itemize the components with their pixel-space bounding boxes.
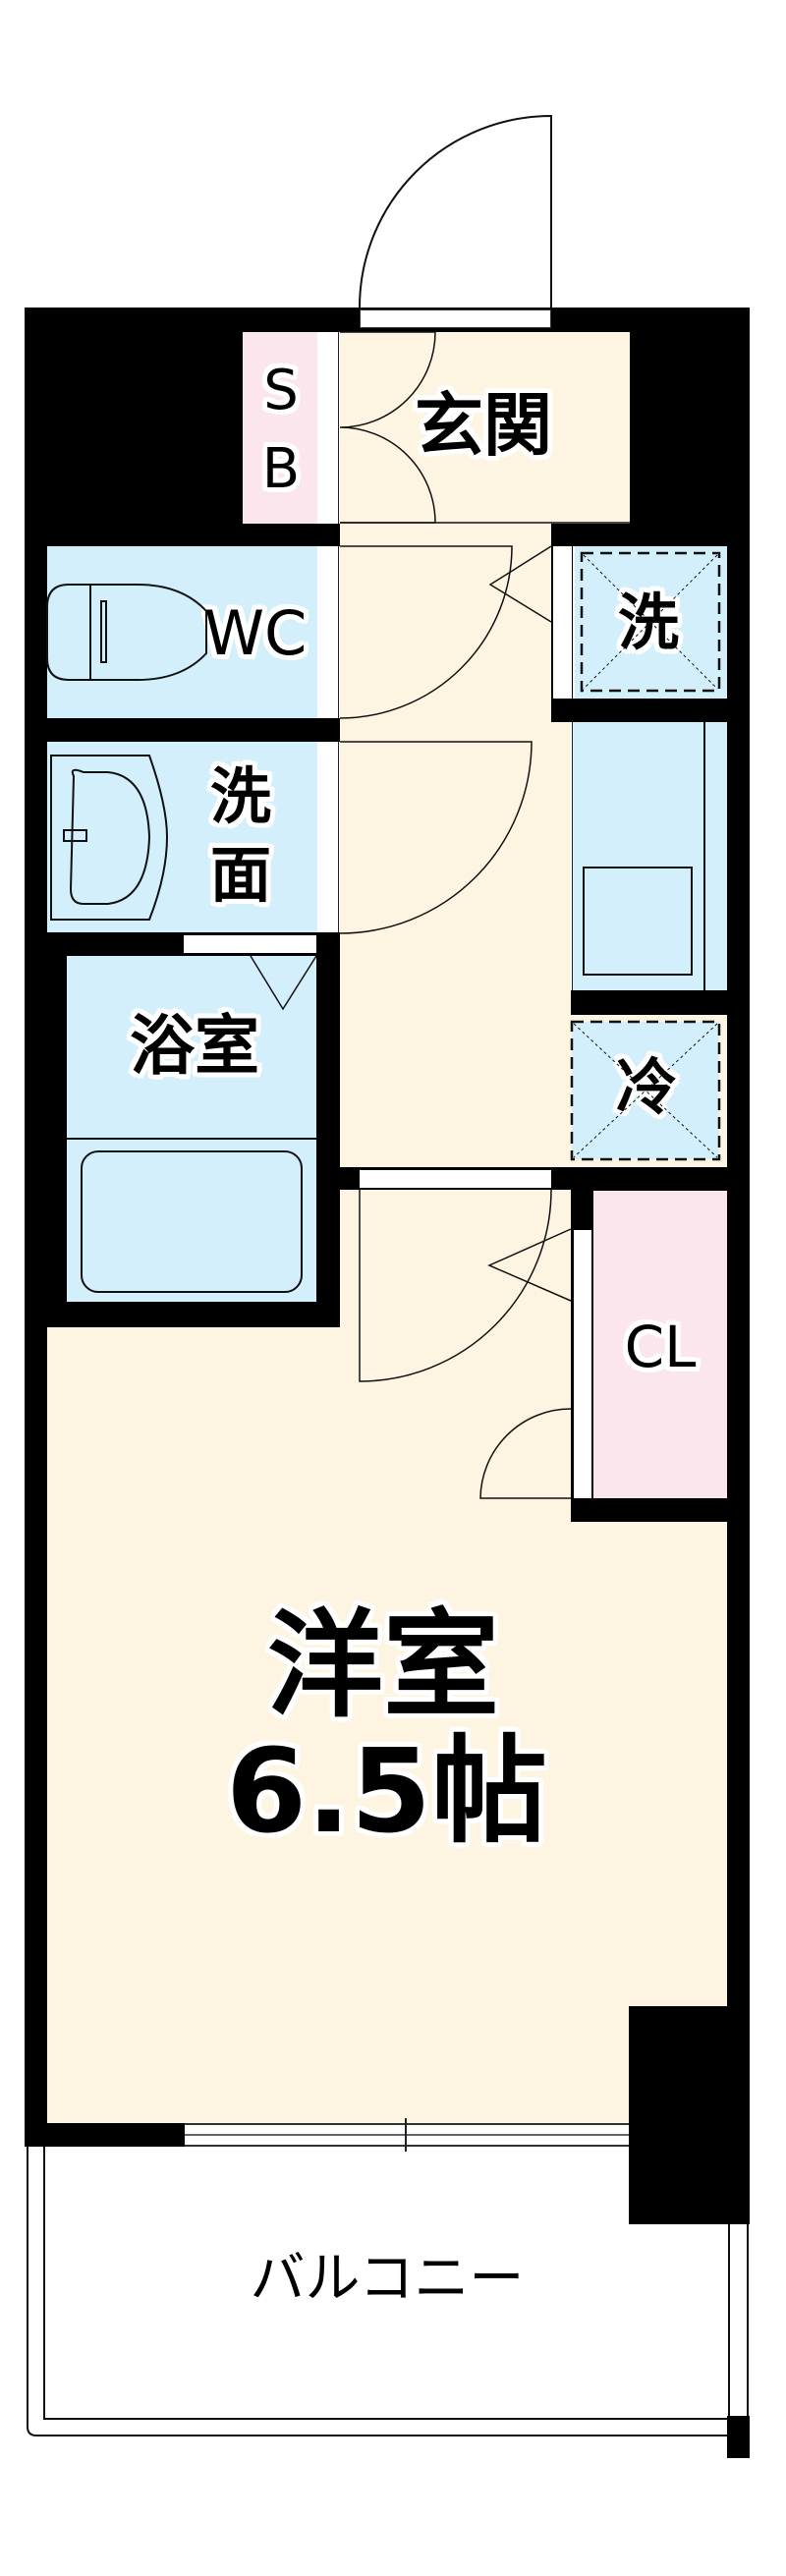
washer-wall-block [551,524,750,546]
washer-door-strip [553,546,572,699]
wall-bottom-left [25,2123,185,2147]
room-door-swing-icon [359,1189,552,1382]
balcony-label: バルコニー [250,2247,525,2311]
washer-door-swing-icon [488,545,552,623]
bathroom-label: 浴室 [130,1008,259,1084]
hallway [340,524,571,1167]
closet-label: CL [624,1314,697,1380]
bathtub [81,1150,303,1293]
washroom-door-strip [320,742,339,932]
bath-door-swing-icon [250,955,317,1011]
wall-wc-washroom [25,718,340,742]
wall-washer-kitchen [551,699,750,722]
closet-small-door-swing-icon [479,1408,572,1499]
western-room-upper [340,1190,571,1327]
washroom-label-1: 洗 [209,760,271,832]
shoe-box-door-strip [320,332,339,524]
wall-bath-right [316,932,340,1327]
closet-wall-bottom [571,1498,750,1522]
shoe-box-door-swing-icon [339,331,436,524]
entrance-door-opening [360,309,551,328]
room-door-strip [360,1170,551,1188]
wall-sb-wc [25,524,340,546]
wall-bath-bottom [25,1302,340,1327]
fridge-space-icon [570,1020,721,1161]
window-sash-tick [405,2118,407,2152]
closet-door-swing-icon [487,1228,572,1302]
upper-left-wall-block [25,308,243,546]
toilet-label: WC [203,597,308,669]
washroom-sink-icon [50,755,169,921]
washroom-label-2: 面 [209,839,271,911]
outer-wall-right [727,308,750,2007]
shoe-box-label-s: S [263,359,299,422]
kitchen-counter [572,722,727,990]
balcony-outline [27,2147,749,2436]
closet-wall-top [571,1167,750,1191]
bath-wall-left [25,932,67,1327]
shoe-box [243,332,317,524]
shoe-box-label-b: B [261,437,301,501]
washer-pan-icon [580,551,721,693]
bath-door-strip [184,935,317,953]
bathroom [67,956,316,1302]
washroom-door-swing-icon [339,741,533,934]
entrance-door-swing-icon [359,114,552,308]
washroom [47,742,317,932]
bath-divider-line [67,1138,316,1140]
upper-right-wall-block [630,308,750,546]
western-room-size: 6.5帖 [226,1723,548,1859]
washer-space-label: 洗 [617,587,679,658]
entrance [340,332,630,524]
toilet-room [47,546,317,718]
toilet-icon [46,584,207,681]
kitchen-sink [583,867,693,976]
kitchen-counter-edge-line [703,722,705,990]
balcony-end-post [727,2416,750,2458]
western-room-right-upper [571,1522,727,1532]
western-room-label: 洋室 [266,1597,499,1733]
window-center-line [185,2134,629,2136]
closet-door-strip [574,1230,591,1498]
toilet-door-swing-icon [339,545,513,719]
fridge-space-label: 冷 [615,1051,677,1123]
closet [593,1191,727,1498]
toilet-door-strip [320,546,339,718]
wall-kitchen-fridge [571,990,750,1015]
entrance-label: 玄関 [415,385,552,466]
pillar [629,2006,750,2224]
